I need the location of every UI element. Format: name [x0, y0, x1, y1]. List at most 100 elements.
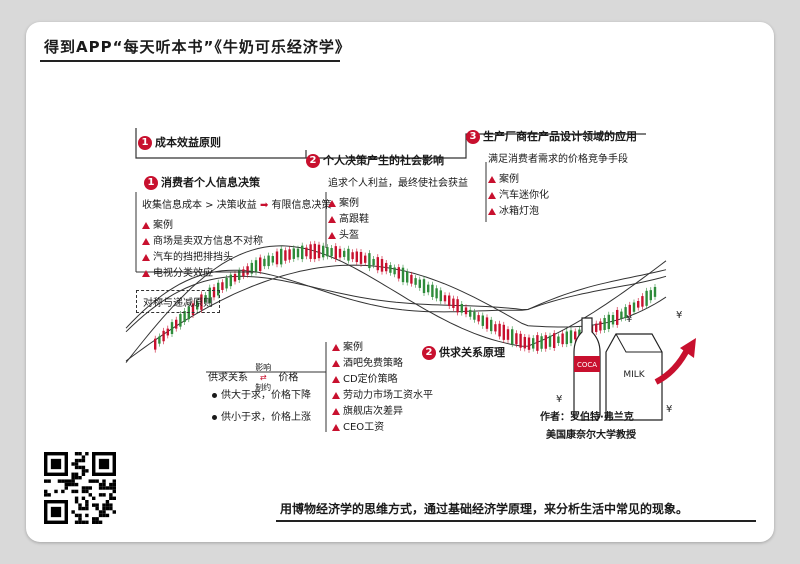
title-underline — [40, 60, 340, 62]
candle — [191, 300, 195, 318]
svg-text:¥: ¥ — [676, 310, 682, 321]
case-item: CD定价策略 — [332, 370, 398, 385]
author-title: 美国康奈尔大学教授 — [546, 430, 636, 441]
case-item: CEO工资 — [332, 418, 384, 433]
candle — [548, 332, 552, 350]
candle — [208, 284, 211, 307]
candle — [653, 283, 657, 300]
candle — [439, 287, 442, 305]
candle — [611, 312, 615, 328]
candle — [380, 256, 384, 275]
candlestick-diagram: COCA MILK ¥ ¥ ¥ ¥ — [125, 128, 696, 432]
case-item: 冰箱灯泡 — [488, 202, 539, 217]
qr-code-icon[interactable] — [44, 452, 116, 524]
candle — [217, 279, 220, 299]
candle — [347, 245, 350, 264]
candle — [511, 326, 514, 348]
candle — [238, 267, 241, 283]
candle — [519, 330, 522, 351]
svg-text:MILK: MILK — [623, 370, 645, 380]
candle — [368, 250, 371, 272]
candle — [561, 330, 564, 348]
candle — [393, 264, 396, 278]
case-item: 电视分类效应 — [142, 264, 213, 279]
candle — [637, 298, 640, 311]
candle — [284, 247, 287, 264]
candle — [645, 287, 648, 309]
ribbon-line — [125, 275, 667, 333]
candle — [397, 264, 400, 282]
candle — [544, 332, 547, 352]
candle — [322, 242, 325, 261]
supply-price-relation: 供求关系 影响 ⇄ 制约 价格 — [208, 363, 299, 392]
candle — [435, 285, 438, 302]
candle — [204, 292, 207, 306]
case-label-3: 案例 — [488, 170, 519, 185]
candle — [401, 264, 405, 286]
product-design-rule: 满足消费者需求的价格竞争手段 — [488, 154, 628, 165]
candle — [326, 244, 329, 260]
candle — [250, 259, 253, 277]
candle — [515, 330, 518, 348]
case-item: 酒吧免费策略 — [332, 354, 403, 369]
candle — [418, 276, 421, 291]
candle — [225, 274, 228, 292]
candle — [212, 284, 216, 301]
case-label-1: 案例 — [142, 216, 173, 231]
candle — [183, 308, 186, 326]
candle — [477, 312, 480, 325]
candle — [309, 241, 312, 262]
candle — [200, 291, 203, 313]
candle — [338, 245, 342, 261]
candle — [154, 335, 157, 353]
candle — [624, 304, 627, 321]
stair-step-2 — [306, 133, 646, 159]
candle — [431, 281, 434, 300]
candle — [607, 311, 610, 333]
case-item: 汽车的挡把排挡头 — [142, 248, 233, 263]
candle — [527, 334, 531, 353]
stair-step-1 — [135, 128, 307, 159]
candle — [473, 308, 476, 323]
candle — [641, 293, 644, 310]
candle — [553, 330, 556, 351]
candle — [494, 321, 497, 335]
candle — [221, 279, 224, 293]
candle — [280, 245, 283, 268]
candle — [406, 268, 409, 286]
candle — [599, 318, 602, 334]
candle — [574, 328, 577, 343]
candle — [569, 327, 573, 347]
ribbon-line — [125, 264, 667, 362]
candle — [364, 252, 367, 266]
author-name: 作者：罗伯特·弗兰克 — [540, 412, 634, 423]
summary-text: 用博物经济学的思维方式，通过基础经济学原理，来分析生活中常见的现象。 — [280, 502, 689, 516]
candle — [263, 255, 266, 270]
candle — [427, 281, 430, 296]
compare-principle-box: 对称与递减原则 — [136, 290, 220, 313]
case-label-2: 案例 — [328, 194, 359, 209]
candle — [196, 298, 199, 313]
candle — [460, 300, 463, 316]
candle — [481, 312, 484, 329]
candle — [175, 316, 178, 332]
candle — [506, 326, 510, 343]
candle — [464, 304, 468, 318]
candle — [233, 270, 237, 285]
candle — [359, 248, 363, 267]
candle — [628, 301, 631, 318]
candle — [242, 266, 245, 280]
candle — [469, 306, 472, 320]
candle — [595, 320, 598, 335]
candle — [540, 333, 543, 352]
candle — [632, 299, 636, 315]
candle — [376, 254, 379, 274]
candle — [296, 245, 300, 261]
candle — [229, 271, 232, 290]
candle — [523, 333, 526, 352]
case-item: 高跟鞋 — [328, 210, 369, 225]
candle — [301, 242, 304, 263]
candle — [267, 252, 270, 270]
candle — [334, 243, 337, 262]
case-label-supply: 案例 — [332, 338, 363, 353]
